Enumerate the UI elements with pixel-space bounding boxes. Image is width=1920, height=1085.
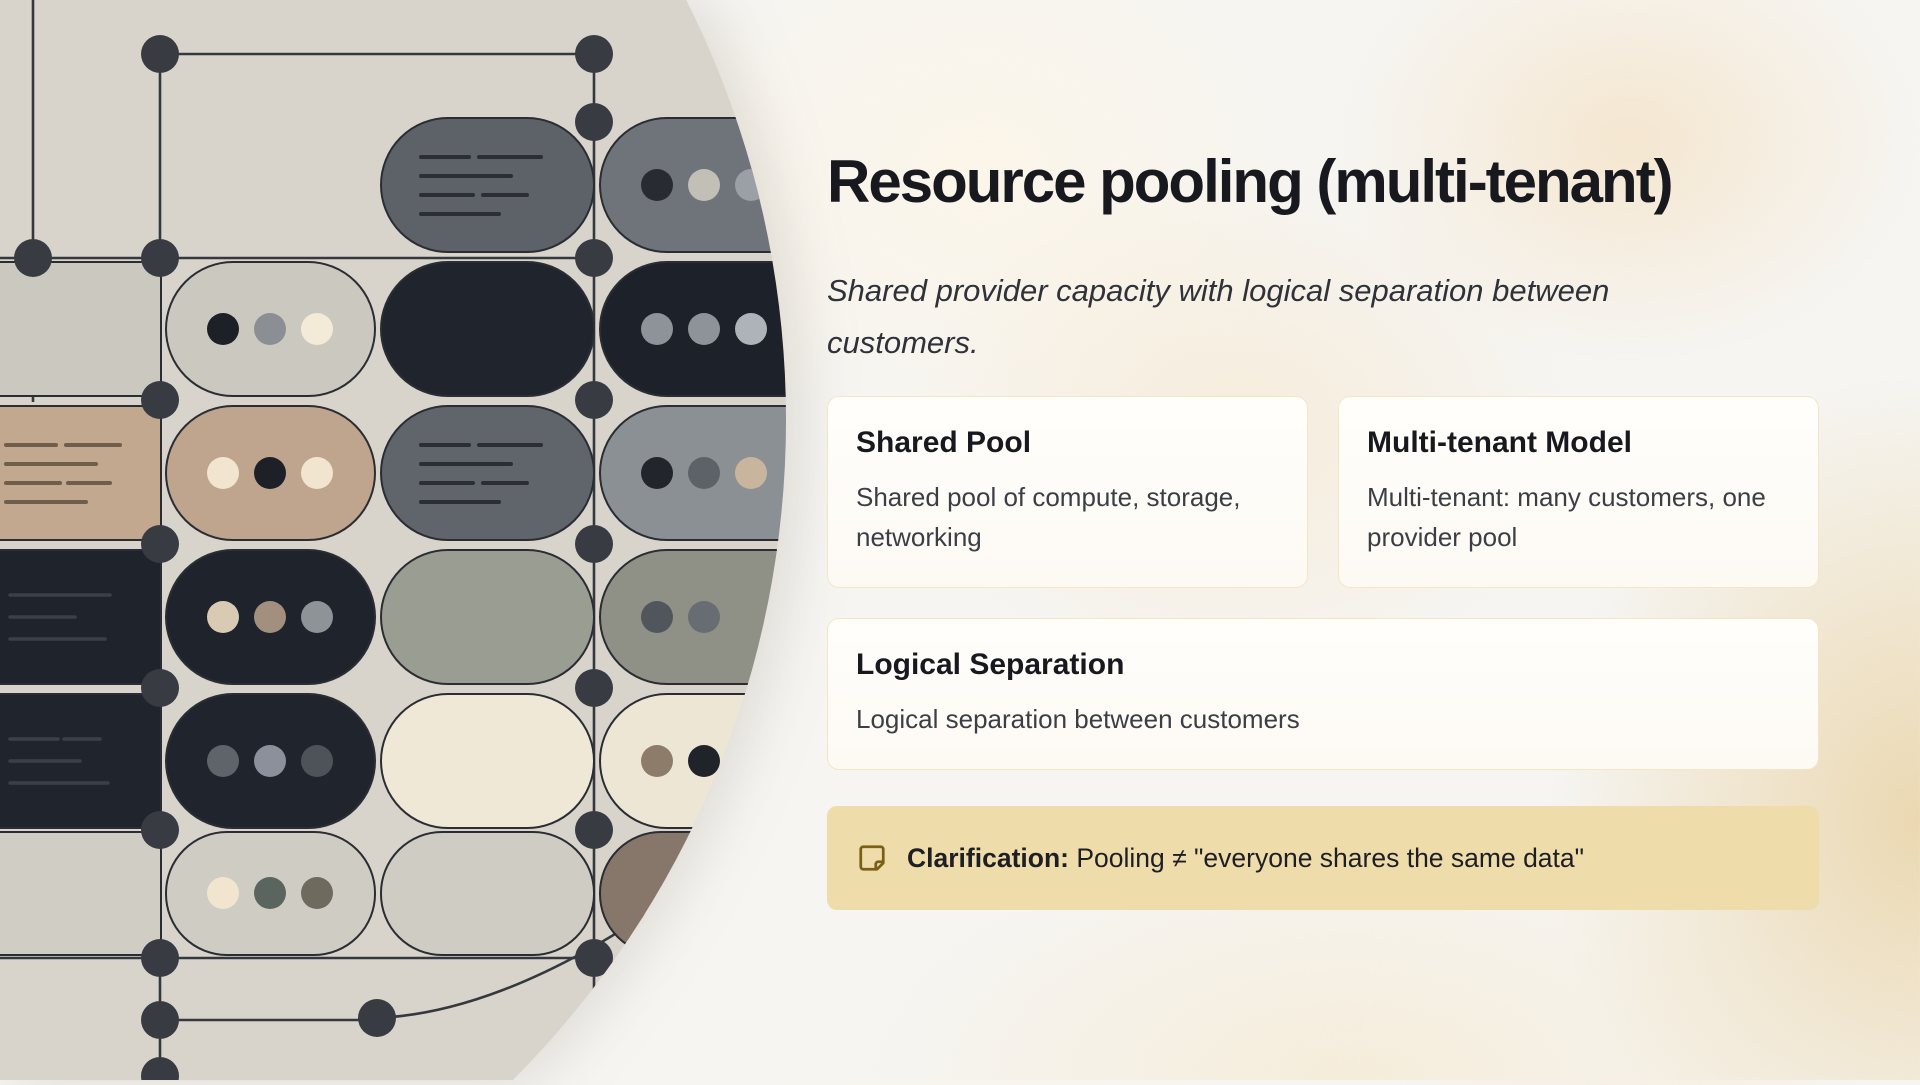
server-rack-illustration-svg bbox=[0, 0, 786, 1085]
card-body: Logical separation between customers bbox=[856, 704, 1300, 735]
clarification-callout: Clarification: Pooling ≠ "everyone share… bbox=[827, 806, 1819, 911]
callout-label: Clarification: bbox=[907, 843, 1069, 874]
slide-content: Resource pooling (multi-tenant) Shared p… bbox=[827, 148, 1819, 911]
callout-message: Pooling ≠ "everyone shares the same data… bbox=[1076, 843, 1585, 874]
callout-text: Clarification: Pooling ≠ "everyone share… bbox=[907, 841, 1584, 875]
card-title: Multi-tenant Model bbox=[1367, 426, 1632, 460]
sticky-note-icon bbox=[859, 845, 885, 872]
cards-row: Shared Pool Shared pool of compute, stor… bbox=[827, 396, 1819, 589]
server-rack-illustration bbox=[0, 0, 800, 1085]
card-body: Shared pool of compute, storage, network… bbox=[856, 482, 1241, 553]
page-title: Resource pooling (multi-tenant) bbox=[827, 148, 1674, 215]
card-logical-separation: Logical Separation Logical separation be… bbox=[827, 618, 1819, 771]
card-shared-pool: Shared Pool Shared pool of compute, stor… bbox=[827, 396, 1308, 589]
card-multi-tenant-model: Multi-tenant Model Multi-tenant: many cu… bbox=[1338, 396, 1819, 589]
card-title: Shared Pool bbox=[856, 426, 1032, 460]
card-body: Multi-tenant: many customers, one provid… bbox=[1367, 482, 1766, 553]
card-title: Logical Separation bbox=[856, 648, 1125, 682]
slide-subtitle: Shared provider capacity with logical se… bbox=[827, 272, 1610, 360]
